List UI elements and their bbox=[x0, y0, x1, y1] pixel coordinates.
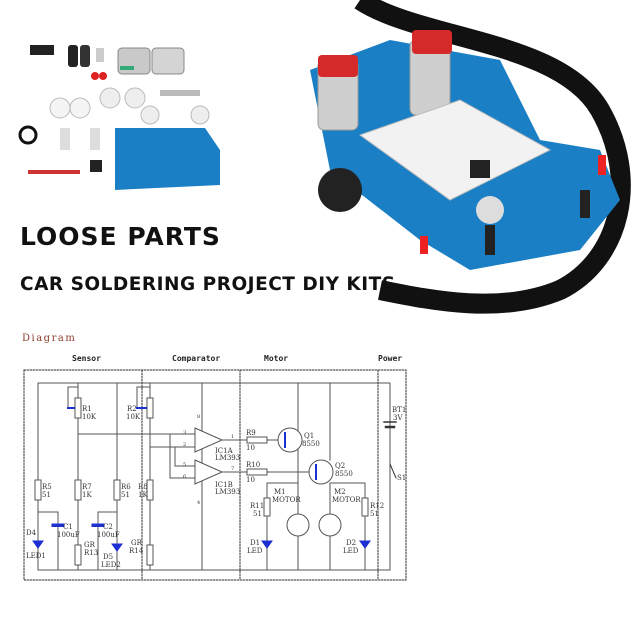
headline-loose-parts: LOOSE PARTS bbox=[20, 222, 221, 251]
label-r2: R2 bbox=[127, 405, 137, 413]
label-d2: D2 bbox=[346, 539, 356, 547]
label-q2: Q2 bbox=[335, 462, 345, 470]
label-r1: R1 bbox=[82, 405, 92, 413]
section-sensor: Sensor bbox=[72, 354, 101, 363]
label-bt1-value: 3V bbox=[393, 414, 403, 422]
label-c2: C2 bbox=[103, 523, 113, 531]
label-r1-value: 10K bbox=[82, 413, 97, 421]
loose-parts bbox=[18, 45, 220, 190]
label-d2-value: LED bbox=[343, 547, 359, 555]
label-r5-value: 51 bbox=[42, 491, 51, 499]
label-ic1b: IC1B bbox=[215, 481, 233, 489]
label-r12-value: 51 bbox=[370, 510, 379, 518]
label-c1: C1 bbox=[63, 523, 73, 531]
assembled-car bbox=[310, 30, 620, 270]
circuit-diagram: Diagram Sensor Comparator Motor Power bbox=[22, 333, 407, 581]
label-r9-value: 10 bbox=[246, 444, 255, 452]
label-r14: R14 bbox=[129, 547, 144, 555]
label-ic1a-value: LM393 bbox=[215, 454, 240, 462]
label-q2-value: 8550 bbox=[335, 470, 353, 478]
label-m2-value: MOTOR bbox=[332, 496, 361, 504]
pin-6: 6 bbox=[183, 474, 186, 480]
label-m2: M2 bbox=[334, 488, 346, 496]
diagram-title: Diagram bbox=[22, 333, 76, 344]
label-r5: R5 bbox=[42, 483, 52, 491]
wires bbox=[37, 382, 391, 571]
section-power: Power bbox=[378, 354, 402, 363]
label-r8: R8 bbox=[138, 483, 148, 491]
pin-1: 1 bbox=[231, 434, 234, 440]
label-s1: S1 bbox=[397, 474, 406, 482]
label-d1-value: LED bbox=[247, 547, 263, 555]
label-d4-value: LED1 bbox=[26, 552, 46, 560]
pin-2: 2 bbox=[183, 442, 186, 448]
pin-4: 4 bbox=[197, 500, 200, 506]
section-boxes bbox=[23, 369, 407, 581]
product-photo bbox=[18, 0, 631, 314]
label-bt1: BT1 bbox=[392, 406, 406, 414]
label-r11: R11 bbox=[250, 502, 264, 510]
label-r2-value: 10K bbox=[126, 413, 141, 421]
label-c1-value: 100uF bbox=[57, 531, 80, 539]
label-r8-value: 1K bbox=[138, 491, 148, 499]
pin-3: 3 bbox=[183, 430, 186, 436]
battery-switch bbox=[383, 421, 397, 479]
label-r6: R6 bbox=[121, 483, 131, 491]
section-comparator: Comparator bbox=[172, 354, 220, 363]
label-gr2: GR bbox=[131, 539, 143, 547]
pin-7: 7 bbox=[231, 466, 234, 472]
headline-kit-name: CAR SOLDERING PROJECT DIY KITS bbox=[20, 274, 396, 295]
label-r13: R13 bbox=[84, 549, 98, 557]
label-r11-value: 51 bbox=[253, 510, 262, 518]
label-r9: R9 bbox=[246, 429, 256, 437]
black-track-line bbox=[354, 0, 631, 314]
blue-symbols bbox=[32, 407, 371, 552]
label-c2-value: 100uF bbox=[97, 531, 120, 539]
label-q1-value: 8550 bbox=[302, 440, 320, 448]
label-ic1a: IC1A bbox=[215, 447, 234, 455]
label-r6-value: 51 bbox=[121, 491, 130, 499]
label-m1: M1 bbox=[274, 488, 286, 496]
pin-8: 8 bbox=[197, 414, 200, 420]
label-d1: D1 bbox=[250, 539, 260, 547]
pcb-board bbox=[115, 128, 220, 190]
label-gr1: GR bbox=[84, 541, 96, 549]
label-m1-value: MOTOR bbox=[272, 496, 301, 504]
label-d5-value: LED2 bbox=[101, 561, 121, 569]
label-r7: R7 bbox=[82, 483, 92, 491]
label-d4: D4 bbox=[26, 529, 37, 537]
label-q1: Q1 bbox=[304, 432, 314, 440]
label-ic1b-value: LM393 bbox=[215, 488, 240, 496]
label-r12: R12 bbox=[370, 502, 384, 510]
section-motor: Motor bbox=[264, 354, 288, 363]
label-d5: D5 bbox=[103, 553, 113, 561]
pin-5: 5 bbox=[183, 462, 186, 468]
label-r10-value: 10 bbox=[246, 476, 255, 484]
label-r7-value: 1K bbox=[82, 491, 92, 499]
label-r10: R10 bbox=[246, 461, 260, 469]
